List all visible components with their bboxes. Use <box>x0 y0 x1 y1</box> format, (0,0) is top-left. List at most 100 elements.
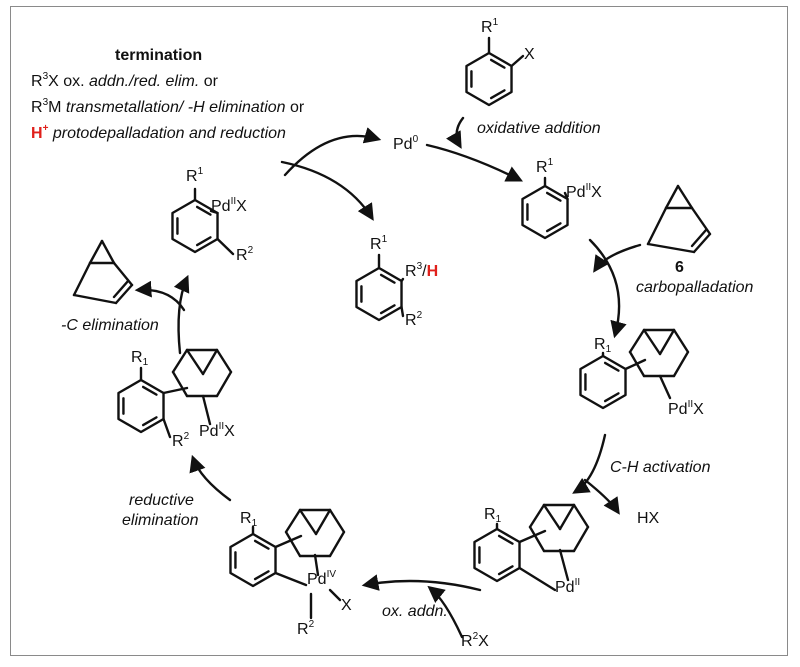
pd-ii-x-label: PdIIX <box>211 196 247 215</box>
superscript: 3 <box>42 97 49 108</box>
norbornene-release-arrow <box>134 280 186 312</box>
bridge-bond <box>664 184 680 210</box>
hx-label: HX <box>637 510 660 527</box>
pd-iv-label: PdIV <box>307 569 337 588</box>
benzene-ring <box>117 378 165 434</box>
x-label: X <box>341 597 352 614</box>
oxidation-state: 0 <box>412 134 419 145</box>
norbornane-bond <box>572 525 590 553</box>
bridge-bond <box>185 348 205 376</box>
norbornene-bond <box>690 206 712 236</box>
beta-c-elimination-arrow <box>173 274 190 355</box>
r2-label: R2 <box>297 619 315 638</box>
pd-atom: Pd <box>393 136 413 153</box>
bridge-bond <box>558 503 576 531</box>
termination-text: X ox. <box>48 73 90 90</box>
aryl-bond <box>162 386 189 395</box>
beta-c-elimination-label: -C elimination <box>61 317 159 334</box>
norbornene-bond <box>112 261 134 287</box>
norbornane-bond <box>672 350 690 378</box>
norbornene-bond <box>646 206 668 246</box>
hx-release-arrow <box>583 478 620 515</box>
aromatic-double-bond <box>195 205 212 216</box>
pd-aryl-bond <box>274 571 308 587</box>
aromatic-double-bond <box>603 361 620 372</box>
norbornene-bond <box>646 242 696 254</box>
ox-addn-label: ox. addn. <box>382 603 448 620</box>
aryl-bond <box>518 529 547 544</box>
reductive-label: reductive <box>129 492 194 509</box>
r1-label: R1 <box>186 166 204 185</box>
superscript: 2 <box>472 631 479 642</box>
reductive-elimination-arrow <box>189 454 232 502</box>
pd0-label: Pd0 <box>393 134 419 153</box>
oxidative-addition-label: oxidative addition <box>477 120 601 137</box>
aromatic-double-bond <box>489 58 506 69</box>
carbopalladation-arrow <box>588 238 627 339</box>
pd-bond <box>563 191 569 201</box>
r2-bond <box>400 305 405 318</box>
r-atom: R <box>31 99 43 116</box>
pd-ii-x-label: PdIIX <box>668 399 704 418</box>
norbornane-bond <box>528 525 546 553</box>
r1-label: R1 <box>484 506 502 525</box>
r2x-entry-arrow <box>427 585 464 639</box>
aromatic-double-bond <box>253 539 270 550</box>
ox-addn-arrow <box>361 574 482 592</box>
aromatic-double-bond <box>545 222 562 233</box>
arrow-to-product <box>280 160 374 221</box>
r2x-label: R2X <box>461 631 489 650</box>
aromatic-double-bond <box>603 392 620 403</box>
termination-conditions: termination R3X ox. addn./red. elim. or … <box>31 43 304 147</box>
bridge-bond <box>298 508 318 536</box>
termination-line-1: R3X ox. addn./red. elim. or <box>31 69 304 95</box>
aromatic-double-bond <box>379 273 396 284</box>
pd-ii-x-label: PdIIX <box>199 421 235 440</box>
norbornane-bond <box>328 508 346 534</box>
termination-or: or <box>199 73 218 90</box>
termination-line-3: H+ protodepalladation and reduction <box>31 121 304 147</box>
termination-italic: transmetallation/ -H elimination <box>65 99 286 116</box>
bridge-bond <box>542 503 562 531</box>
r3-bond <box>400 277 405 283</box>
r2-label: R2 <box>236 245 254 264</box>
r1-label: R1 <box>594 336 612 355</box>
aromatic-double-bond <box>489 89 506 100</box>
pd-bond <box>209 209 219 215</box>
norbornane-bond <box>572 503 590 529</box>
r2-label: R2 <box>405 310 423 329</box>
r1-label: R1 <box>240 510 258 529</box>
bridge-bond <box>100 239 116 265</box>
proton-charge: + <box>42 123 49 134</box>
norbornane-bond <box>215 370 233 398</box>
pd-alkyl-bond <box>313 553 320 577</box>
pd-bond <box>201 394 212 426</box>
elimination-label: elimination <box>122 512 199 529</box>
termination-text: M <box>48 99 66 116</box>
termination-or: or <box>285 99 305 116</box>
bridge-bond <box>88 239 104 265</box>
aromatic-double-bond <box>141 416 158 427</box>
norbornane-bond <box>672 328 690 354</box>
x-label: X <box>524 46 535 63</box>
bridge-bond <box>201 348 219 376</box>
aromatic-double-bond <box>253 570 270 581</box>
x-bond <box>510 54 525 68</box>
pd-alkyl-bond <box>558 548 570 582</box>
r1-label: R1 <box>131 349 149 368</box>
aryl-bond <box>624 358 647 371</box>
norbornene-entry-arrow <box>593 243 642 273</box>
pd-x-bond <box>328 588 342 602</box>
aryl-halide-entry-arrow <box>446 116 465 149</box>
r-atom: R <box>461 633 473 650</box>
benzene-ring <box>465 51 513 107</box>
x-atom: X <box>478 633 489 650</box>
benzene-ring <box>521 184 569 240</box>
pd-bond <box>658 374 672 400</box>
norbornene-bond <box>72 293 118 305</box>
compound-6-label: 6 <box>675 259 684 276</box>
benzene-ring <box>355 266 403 322</box>
ch-activation-arrow <box>572 433 607 494</box>
norbornene-bond <box>72 261 92 297</box>
